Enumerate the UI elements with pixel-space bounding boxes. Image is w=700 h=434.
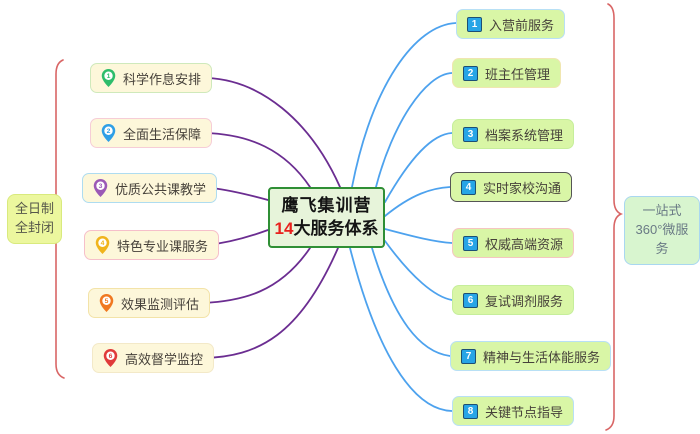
- left-node-5[interactable]: 5 效果监测评估: [88, 288, 211, 318]
- number-badge-icon: 2: [463, 65, 478, 81]
- right-node-label: 复试调剂服务: [485, 293, 564, 309]
- center-subtitle-text: 大服务体系: [293, 218, 379, 238]
- left-group-label[interactable]: 全日制 全封闭: [7, 194, 63, 244]
- left-node-1[interactable]: 1 科学作息安排: [90, 63, 213, 93]
- right-branch-line-8: [349, 247, 453, 412]
- right-node-label: 权威高端资源: [485, 236, 564, 252]
- number-badge-icon: 1: [467, 16, 482, 32]
- left-node-label: 效果监测评估: [121, 296, 200, 312]
- right-node-label: 精神与生活体能服务: [483, 349, 601, 365]
- svg-text:5: 5: [105, 298, 109, 305]
- left-node-4[interactable]: 4 特色专业课服务: [84, 230, 220, 260]
- number-badge-icon: 6: [463, 292, 478, 308]
- right-node-6[interactable]: 6 复试调剂服务: [452, 285, 575, 315]
- right-branch-line-1: [351, 22, 457, 188]
- right-node-4[interactable]: 4 实时家校沟通: [450, 172, 573, 202]
- right-branch-line-3: [384, 132, 453, 203]
- number-badge-icon: 3: [463, 126, 478, 142]
- svg-text:2: 2: [107, 128, 111, 135]
- right-node-5[interactable]: 5 权威高端资源: [452, 228, 575, 258]
- number-badge-icon: 4: [461, 179, 476, 195]
- pin-icon: 3: [93, 178, 108, 198]
- right-node-7[interactable]: 7 精神与生活体能服务: [450, 341, 612, 371]
- left-node-3[interactable]: 3 优质公共课教学: [82, 173, 218, 203]
- left-branch-line-1: [206, 77, 341, 188]
- right-node-2[interactable]: 2 班主任管理: [452, 58, 562, 88]
- pin-icon: 4: [95, 235, 110, 255]
- center-node[interactable]: 鹰飞集训营 14大服务体系: [268, 187, 385, 248]
- right-node-3[interactable]: 3 档案系统管理: [452, 119, 575, 149]
- right-brace: [605, 3, 624, 431]
- svg-text:6: 6: [109, 353, 113, 360]
- center-subtitle-number: 14: [274, 218, 294, 238]
- right-branch-line-2: [375, 72, 453, 188]
- right-branch-line-5: [384, 228, 453, 244]
- right-group-label[interactable]: 一站式 360°微服务: [624, 196, 700, 265]
- left-node-2[interactable]: 2 全面生活保障: [90, 118, 213, 148]
- number-badge-icon: 5: [463, 235, 478, 251]
- left-node-label: 特色专业课服务: [117, 238, 209, 254]
- right-node-label: 实时家校沟通: [483, 180, 562, 196]
- svg-text:3: 3: [99, 183, 103, 190]
- left-node-label: 优质公共课教学: [115, 181, 207, 197]
- svg-text:1: 1: [107, 73, 111, 80]
- left-node-label: 全面生活保障: [123, 126, 202, 142]
- left-branch-line-5: [202, 247, 311, 304]
- right-branch-line-7: [371, 247, 451, 357]
- right-node-8[interactable]: 8 关键节点指导: [452, 396, 575, 426]
- pin-icon: 1: [101, 68, 116, 88]
- left-node-6[interactable]: 6 高效督学监控: [92, 343, 215, 373]
- right-branch-line-4: [384, 186, 451, 217]
- pin-icon: 6: [103, 348, 118, 368]
- left-node-label: 科学作息安排: [123, 71, 202, 87]
- center-subtitle: 14大服务体系: [275, 218, 379, 241]
- number-badge-icon: 7: [461, 348, 476, 364]
- right-node-1[interactable]: 1 入营前服务: [456, 9, 566, 39]
- center-title: 鹰飞集训营: [281, 195, 372, 215]
- right-node-label: 关键节点指导: [485, 404, 564, 420]
- number-badge-icon: 8: [463, 403, 478, 419]
- right-node-label: 班主任管理: [485, 66, 551, 82]
- right-branch-line-6: [384, 240, 453, 301]
- left-group-label-line2: 全封闭: [15, 219, 55, 235]
- svg-text:4: 4: [101, 240, 105, 247]
- right-node-label: 入营前服务: [489, 17, 555, 33]
- right-node-label: 档案系统管理: [485, 127, 564, 143]
- left-branch-line-2: [203, 132, 311, 188]
- pin-icon: 2: [101, 123, 116, 143]
- right-group-label-line1: 一站式: [642, 203, 682, 218]
- left-node-label: 高效督学监控: [125, 351, 204, 367]
- left-group-label-line1: 全日制: [15, 201, 55, 216]
- left-branch-line-6: [202, 247, 339, 359]
- left-branch-line-3: [211, 187, 269, 201]
- right-group-label-line2: 360°微服务: [635, 221, 689, 256]
- pin-icon: 5: [99, 293, 114, 313]
